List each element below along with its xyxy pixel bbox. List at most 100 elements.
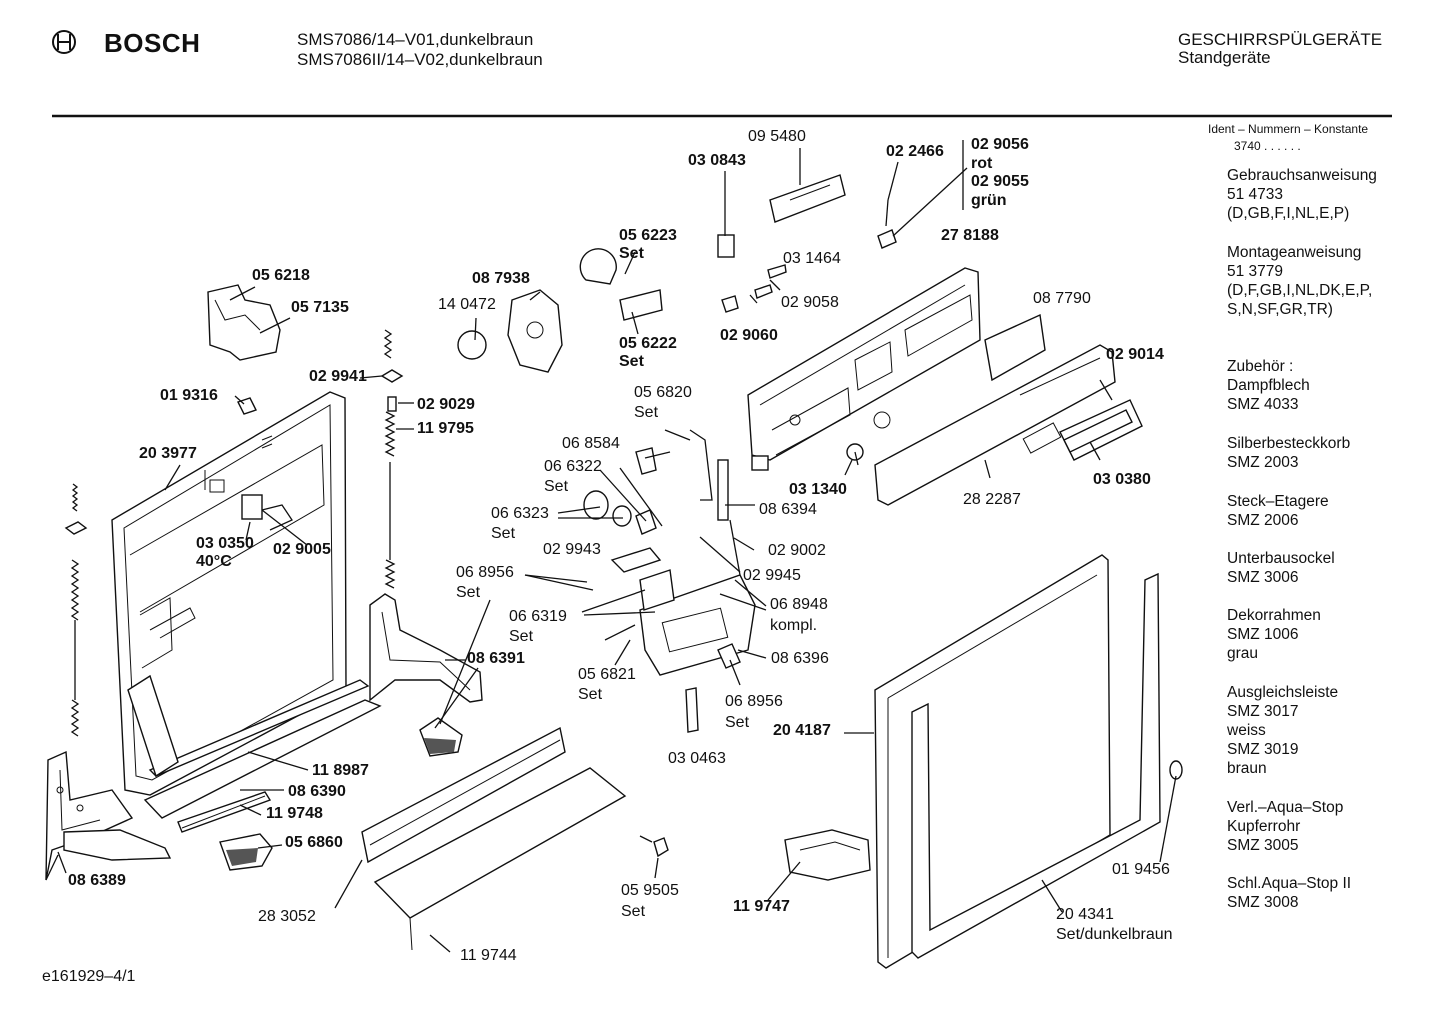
control-panel-27-8188	[747, 267, 981, 471]
ident-title: Ident – Nummern – Konstante	[1208, 122, 1369, 136]
switch-03-0843	[717, 234, 735, 258]
lamp-02-2466	[877, 199, 897, 249]
part-label: 02 9014	[1106, 346, 1164, 363]
foam-block-upper	[419, 717, 463, 757]
part-label: kompl.	[770, 617, 818, 634]
sidebar-item: Gebrauchsanweisung 51 4733 (D,GB,F,I,NL,…	[1227, 167, 1377, 222]
part-label: Set	[578, 686, 603, 703]
foam-block-lower	[219, 833, 273, 871]
part-label: 02 9941	[309, 368, 367, 385]
part-label: grün	[971, 192, 1007, 209]
part-label: 02 9056	[971, 136, 1029, 153]
sidebar-item: Steck–Etagere SMZ 2006	[1227, 493, 1329, 529]
door-lock-assembly	[583, 429, 756, 733]
part-label: 02 9058	[781, 294, 839, 311]
door-frame-20-4341	[911, 572, 1161, 959]
part-label: 06 8956	[456, 564, 514, 581]
part-label: 20 4187	[773, 722, 831, 739]
knob-parts-05-6223	[579, 248, 663, 321]
sidebar-item: Montageanweisung 51 3779 (D,F,GB,I,NL,DK…	[1227, 244, 1373, 318]
kick-plate-28-3052	[361, 726, 566, 864]
part-label: 06 6319	[509, 608, 567, 625]
part-label: 03 0380	[1093, 471, 1151, 488]
part-label: 05 6820	[634, 384, 692, 401]
ident-value: 3740 . . . . . .	[1234, 139, 1301, 153]
part-label: 11 9744	[460, 947, 517, 964]
door-bracket	[369, 593, 483, 703]
part-label: 27 8188	[941, 227, 999, 244]
part-label: rot	[971, 155, 993, 172]
part-label: 11 9795	[417, 420, 474, 437]
part-label: 28 2287	[963, 491, 1021, 508]
part-label: 08 6390	[288, 783, 346, 800]
part-label: 03 0843	[688, 152, 746, 169]
part-label: 05 6821	[578, 666, 636, 683]
lower-rails	[127, 674, 382, 833]
left-hinge	[45, 750, 172, 881]
part-label: 08 7790	[1033, 290, 1091, 307]
subcategory: Standgeräte	[1178, 48, 1271, 67]
kick-plate-11-9744	[373, 767, 627, 951]
part-label: Set	[491, 525, 516, 542]
part-label: 03 0350	[196, 535, 254, 552]
part-label: 20 4341	[1056, 906, 1114, 923]
part-label: Set	[619, 353, 644, 370]
part-label: 02 9945	[743, 567, 801, 584]
part-label: 40°C	[196, 553, 232, 570]
part-label: 11 8987	[312, 762, 369, 779]
handle-11-9747	[784, 829, 871, 881]
connector-09-5480	[769, 174, 846, 223]
part-label: Set	[634, 404, 659, 421]
part-label: 02 9060	[720, 327, 778, 344]
part-label: Set	[509, 628, 534, 645]
screw-05-9505	[639, 835, 669, 858]
part-label: 08 6394	[759, 501, 817, 518]
brand-name: BOSCH	[104, 28, 201, 58]
part-label: 28 3052	[258, 908, 316, 925]
sidebar-item: Verl.–Aqua–Stop Kupferrohr SMZ 3005	[1227, 799, 1344, 854]
part-label: 08 6389	[68, 872, 126, 889]
part-label: 02 2466	[886, 143, 944, 160]
part-label: 05 6218	[252, 267, 310, 284]
part-label: 05 9505	[621, 882, 679, 899]
thermostat-03-0350	[241, 494, 293, 531]
center-spring	[380, 329, 404, 589]
part-label: Set	[544, 478, 569, 495]
switch-block-08-7790	[984, 313, 1046, 382]
part-label: 05 7135	[291, 299, 349, 316]
left-spring	[64, 483, 88, 737]
part-label: 08 7938	[472, 270, 530, 287]
part-label: 14 0472	[438, 296, 496, 313]
part-label: 11 9747	[733, 898, 790, 915]
panel-28-2287	[874, 344, 1116, 506]
model-line-2: SMS7086II/14–V02,dunkelbraun	[297, 50, 543, 69]
part-label: 08 6391	[467, 650, 525, 667]
part-label: 01 9456	[1112, 861, 1170, 878]
sidebar-item: Silberbesteckkorb SMZ 2003	[1227, 435, 1351, 471]
part-label: 02 9005	[273, 541, 331, 558]
sidebar-item: Zubehör : Dampfblech SMZ 4033	[1227, 358, 1310, 413]
part-label: 08 6396	[771, 650, 829, 667]
part-label: 02 9002	[768, 542, 826, 559]
part-label: Set	[725, 714, 750, 731]
part-label: 05 6223	[619, 227, 677, 244]
part-label: 11 9748	[266, 805, 323, 822]
part-label: Set	[621, 903, 646, 920]
part-label: 20 3977	[139, 445, 197, 462]
timer-08-7938	[457, 289, 563, 373]
drawing-code: e161929–4/1	[42, 968, 136, 985]
part-label: 01 9316	[160, 387, 218, 404]
sidebar-item: Dekorrahmen SMZ 1006 grau	[1227, 607, 1321, 662]
part-label: 05 6860	[285, 834, 343, 851]
sidebar-item: Unterbausockel SMZ 3006	[1227, 550, 1335, 586]
part-label: 06 8956	[725, 693, 783, 710]
latch-05-6218	[207, 284, 281, 361]
part-label: 05 6222	[619, 335, 677, 352]
part-label: 06 6323	[491, 505, 549, 522]
part-label: 06 8948	[770, 596, 828, 613]
part-label: 03 0463	[668, 750, 726, 767]
part-label: 06 6322	[544, 458, 602, 475]
bosch-logo-icon	[52, 30, 76, 54]
sidebar-item: Ausgleichsleiste SMZ 3017 weiss SMZ 3019…	[1227, 684, 1339, 777]
part-label: Set/dunkelbraun	[1056, 926, 1173, 943]
